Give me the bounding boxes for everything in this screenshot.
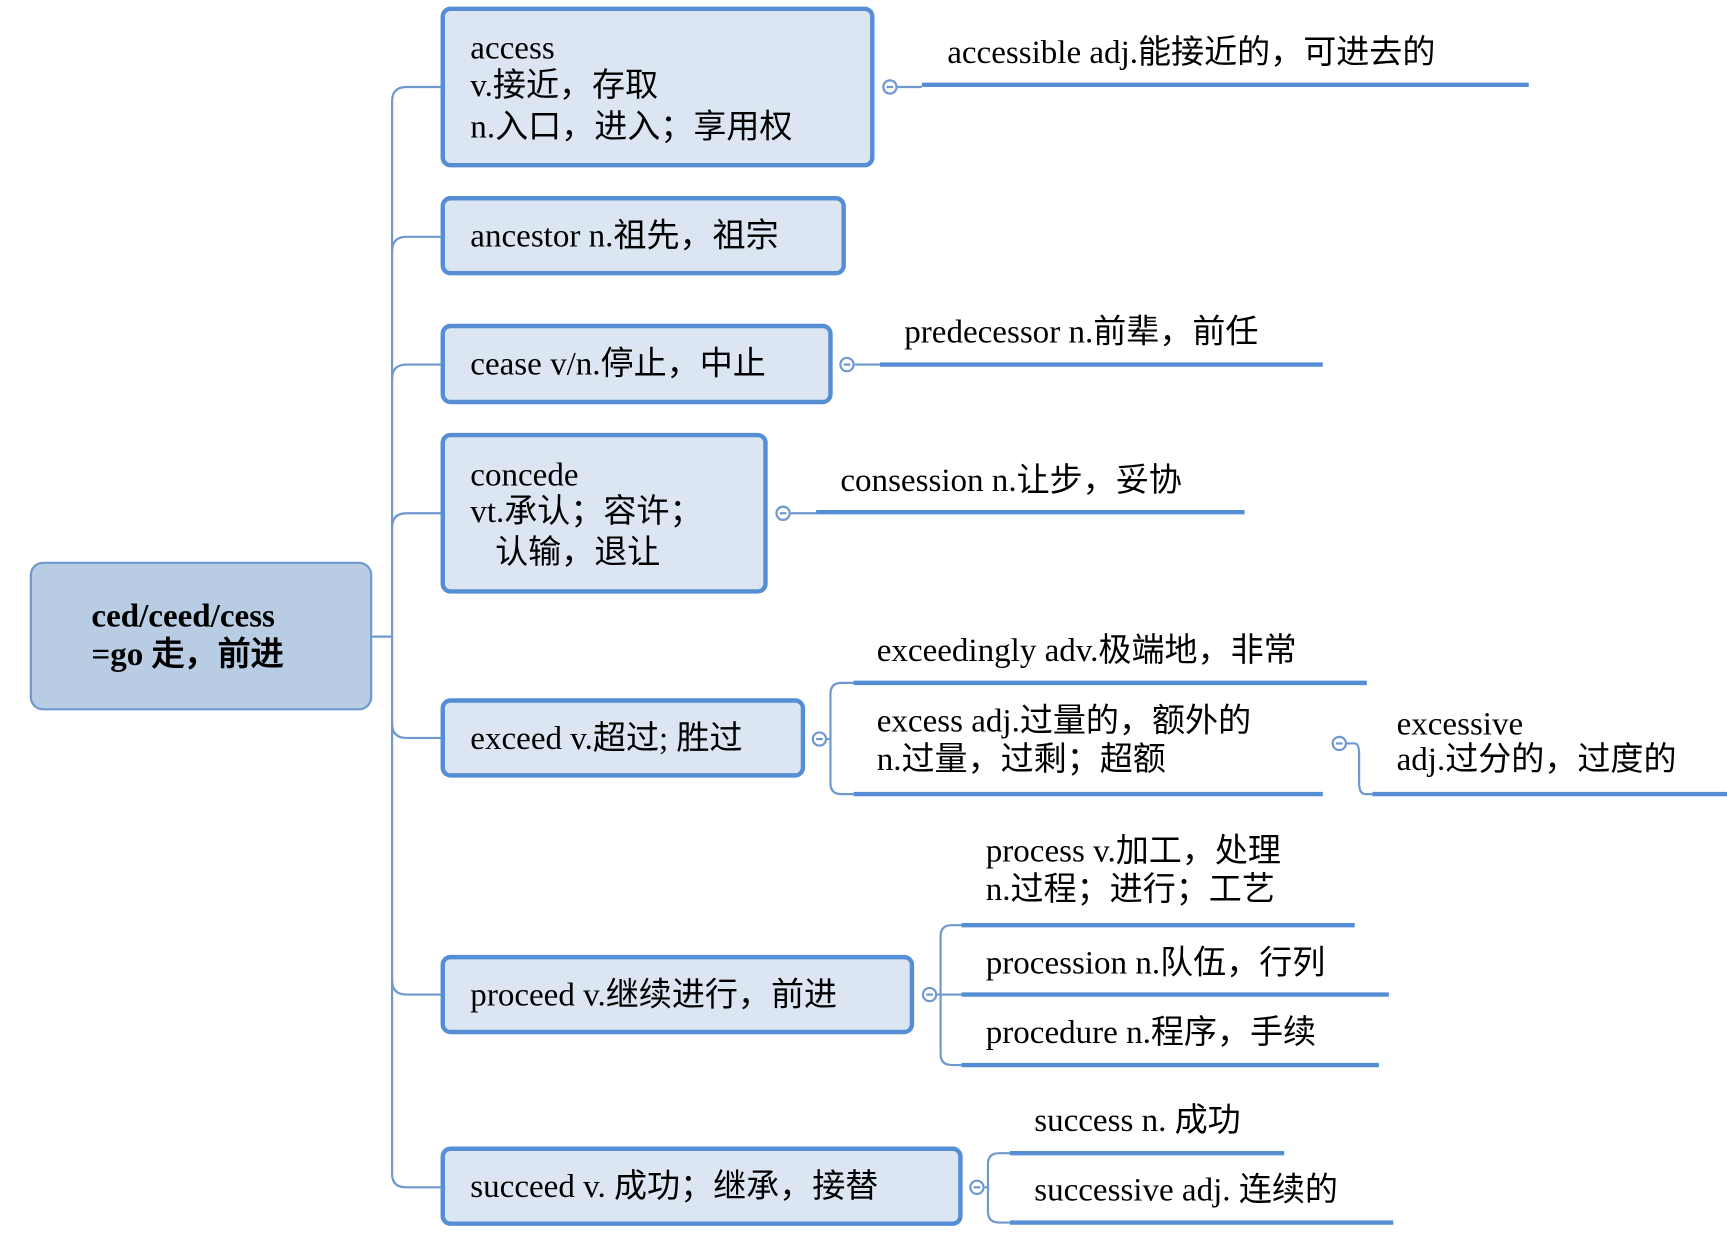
collapse-minus-icon[interactable] (1331, 735, 1348, 752)
branch-connector (390, 723, 441, 740)
collapse-minus-icon[interactable] (969, 1179, 985, 1196)
root-line: ced/ceed/cess (91, 598, 275, 635)
subtopic-successive[interactable]: successive adj. 连续的 (1034, 1171, 1338, 1209)
subtopic-predecessor[interactable]: predecessor n.前辈，前任 (904, 313, 1259, 351)
node-cease[interactable]: cease v/n.停止，中止 (440, 323, 833, 405)
node-ancestor[interactable]: ancestor n.祖先，祖宗 (440, 196, 846, 276)
node-concede[interactable]: concede vt.承认；容许； 认输，退让 (440, 432, 768, 594)
collapse-minus-icon[interactable] (811, 731, 828, 747)
node-line: v.接近，存取 (470, 67, 659, 104)
branch-connector (390, 235, 441, 252)
subtopic-exceedingly[interactable]: exceedingly adv.极端地，非常 (876, 632, 1297, 669)
node-line: vt.承认；容许； (470, 493, 703, 530)
subtopic-process[interactable]: process v.加工，处理 (985, 832, 1281, 870)
node-line: succeed v. 成功；继承，接替 (470, 1168, 879, 1205)
node-line: access (470, 29, 555, 67)
collapse-minus-icon[interactable] (921, 986, 938, 1003)
node-access[interactable]: access v.接近，存取 n.入口，进入；享用权 (440, 6, 875, 168)
subtopic-excess[interactable]: excess adj.过量的，额外的 (876, 702, 1252, 740)
subtopic-accessible[interactable]: accessible adj.能接近的，可进去的 (947, 34, 1436, 71)
node-succeed[interactable]: succeed v. 成功；继承，接替 (440, 1146, 963, 1226)
node-proceed[interactable]: proceed v.继续进行，前进 (440, 954, 915, 1035)
branch-connector (390, 85, 441, 102)
collapse-minus-icon[interactable] (775, 505, 791, 521)
node-line: proceed v.继续进行，前进 (470, 976, 838, 1014)
branch-connector (390, 980, 441, 996)
subtopic-consession[interactable]: consession n.让步，妥协 (840, 462, 1182, 499)
node-line: concede (470, 457, 579, 494)
subtopic-procession[interactable]: procession n.队伍，行列 (985, 945, 1326, 982)
node-line: exceed v.超过; 胜过 (470, 720, 743, 757)
node-line: ancestor n.祖先，祖宗 (470, 218, 779, 255)
branch-connector (390, 1174, 441, 1189)
subtopic-excessive-line2: adj.过分的，过度的 (1396, 741, 1677, 778)
subtopic-procedure[interactable]: procedure n.程序，手续 (985, 1014, 1317, 1051)
node-line: 认输，退让 (470, 534, 661, 571)
node-exceed[interactable]: exceed v.超过; 胜过 (440, 698, 806, 778)
subtopic-excessive[interactable]: excessive (1396, 705, 1524, 743)
subtopic-process-line2: n.过程；进行；工艺 (985, 871, 1275, 908)
subtopic-success[interactable]: success n. 成功 (1034, 1102, 1241, 1139)
collapse-minus-icon[interactable] (882, 79, 898, 95)
node-line: cease v/n.停止，中止 (470, 345, 766, 383)
root-node[interactable]: ced/ceed/cess =go 走，前进 (29, 561, 373, 711)
node-line: n.入口，进入；享用权 (470, 109, 793, 146)
root-line: =go 走，前进 (91, 636, 284, 673)
branch-connector (390, 363, 441, 379)
branch-connector (390, 512, 441, 528)
subtopic-excess-line2: n.过量，过剩；超额 (876, 741, 1166, 778)
collapse-minus-icon[interactable] (839, 356, 855, 373)
